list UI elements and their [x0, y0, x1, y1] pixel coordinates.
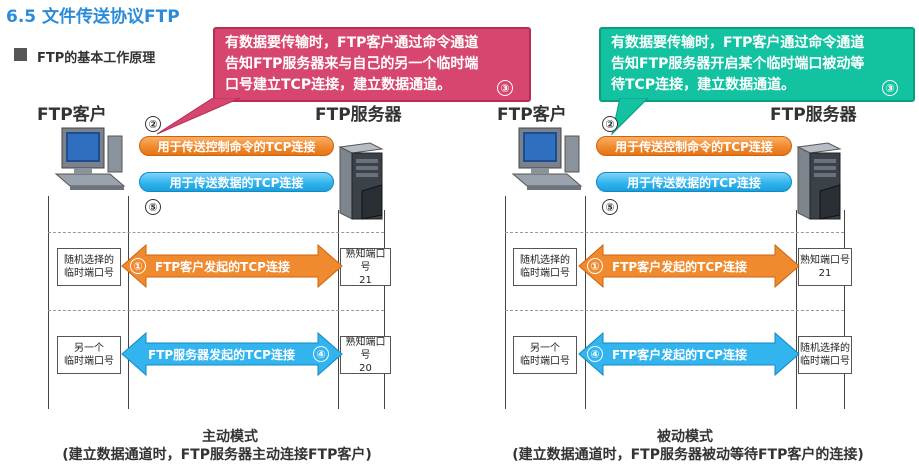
arrow-label: FTP客户发起的TCP连接 [612, 348, 747, 362]
step-4-badge: ④ [313, 346, 329, 362]
data-connection-arrow [578, 331, 800, 377]
server-port-box: 熟知端口号 21 [798, 248, 852, 286]
page-title: 6.5 文件传送协议FTP [6, 7, 180, 27]
port-text: 随机选择的 [520, 255, 570, 266]
server-port-box: 熟知端口号 20 [340, 336, 391, 374]
step-1-badge: ① [587, 258, 603, 274]
callout-pointer [611, 98, 649, 136]
port-text: 20 [359, 362, 372, 374]
step-4-badge: ④ [587, 346, 603, 362]
arrow-label: FTP服务器发起的TCP连接 [148, 348, 295, 362]
port-text: 熟知端口号 [800, 255, 850, 266]
port-text: 熟知端口号 [345, 336, 386, 361]
server-label: FTP服务器 [770, 105, 857, 125]
port-text: 随机选择的 [800, 343, 850, 354]
divider [48, 232, 384, 233]
control-connection-pipe: 用于传送控制命令的TCP连接 [596, 136, 792, 156]
data-connection-arrow [121, 331, 343, 377]
arrow-label: FTP客户发起的TCP连接 [155, 260, 290, 274]
passive-mode-callout: 有数据要传输时，FTP客户通过命令通道 告知FTP服务器开启某个临时端口被动等 … [599, 27, 915, 102]
callout-line: 有数据要传输时，FTP客户通过命令通道 [611, 35, 865, 51]
client-lifeline-right [585, 196, 586, 409]
server-label: FTP服务器 [315, 105, 402, 125]
port-text: 临时端口号 [64, 268, 114, 279]
step-5-badge: ⑤ [602, 199, 618, 215]
server-port-box: 熟知端口号 21 [340, 248, 391, 286]
control-connection-arrow [578, 243, 800, 289]
mode-title: 主动模式 [202, 429, 258, 445]
callout-line: 告知FTP服务器开启某个临时端口被动等 [611, 56, 865, 72]
client-port-box: 随机选择的 临时端口号 [57, 248, 121, 286]
client-port-box: 另一个 临时端口号 [57, 336, 121, 374]
client-label: FTP客户 [37, 105, 107, 125]
port-text: 熟知端口号 [345, 248, 386, 273]
callout-line: 口号建立TCP连接，建立数据通道。 [225, 77, 452, 93]
step-2-badge: ② [602, 116, 618, 132]
mode-note: (建立数据通道时，FTP服务器被动等待FTP客户的连接) [512, 447, 864, 463]
desktop-computer-icon [511, 127, 583, 190]
callout-pointer [156, 98, 241, 135]
arrow-label: FTP客户发起的TCP连接 [612, 260, 747, 274]
port-text: 临时端口号 [520, 356, 570, 367]
step-3-badge: ③ [882, 80, 898, 96]
bullet-square-icon [14, 48, 27, 61]
step-2-badge: ② [145, 116, 161, 132]
step-5-badge: ⑤ [145, 199, 161, 215]
client-lifeline-left [505, 196, 506, 409]
divider [48, 310, 384, 311]
server-tower-icon [796, 142, 842, 220]
desktop-computer-icon [54, 127, 126, 190]
divider [505, 310, 844, 311]
client-port-box: 另一个 临时端口号 [513, 336, 577, 374]
server-lifeline-left [796, 210, 797, 409]
mode-title: 被动模式 [657, 429, 713, 445]
client-lifeline-left [48, 196, 49, 409]
server-lifeline-right [384, 210, 385, 409]
active-mode-callout: 有数据要传输时，FTP客户通过命令通道 告知FTP服务器来与自己的另一个临时端 … [213, 27, 531, 102]
server-tower-icon [338, 142, 384, 220]
port-text: 临时端口号 [520, 268, 570, 279]
section-subtitle: FTP的基本工作原理 [37, 51, 156, 66]
step-1-badge: ① [130, 258, 146, 274]
server-port-box: 随机选择的 临时端口号 [798, 336, 852, 374]
mode-note: (建立数据通道时，FTP服务器主动连接FTP客户) [62, 447, 372, 463]
client-label: FTP客户 [497, 105, 567, 125]
server-lifeline-left [338, 210, 339, 409]
port-text: 临时端口号 [64, 356, 114, 367]
callout-line: 待TCP连接，建立数据通道。 [611, 77, 796, 93]
port-text: 另一个 [530, 343, 560, 354]
control-connection-pipe: 用于传送控制命令的TCP连接 [139, 136, 334, 156]
port-text: 21 [818, 268, 832, 279]
client-port-box: 随机选择的 临时端口号 [513, 248, 577, 286]
step-3-badge: ③ [497, 80, 513, 96]
port-text: 21 [359, 274, 372, 286]
port-text: 随机选择的 [64, 255, 114, 266]
callout-line: 告知FTP服务器来与自己的另一个临时端 [225, 56, 479, 72]
control-connection-arrow [121, 243, 343, 289]
divider [505, 232, 844, 233]
port-text: 另一个 [74, 343, 104, 354]
port-text: 临时端口号 [800, 356, 850, 367]
callout-line: 有数据要传输时，FTP客户通过命令通道 [225, 35, 479, 51]
server-lifeline-right [844, 210, 845, 409]
data-connection-pipe: 用于传送数据的TCP连接 [596, 172, 792, 192]
client-lifeline-right [128, 196, 129, 409]
data-connection-pipe: 用于传送数据的TCP连接 [139, 172, 334, 192]
